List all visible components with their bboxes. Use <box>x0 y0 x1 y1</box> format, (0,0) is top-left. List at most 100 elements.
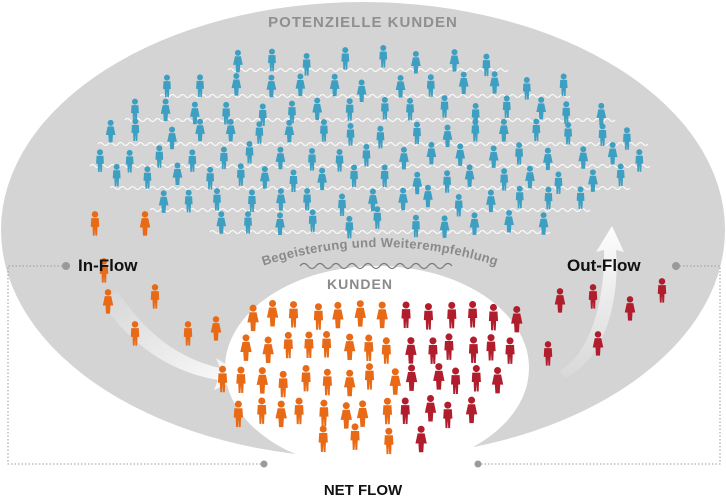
person-icon <box>482 53 491 77</box>
person-icon <box>522 77 531 100</box>
person-icon <box>380 96 389 120</box>
person-icon <box>657 278 667 303</box>
person-icon <box>499 118 509 142</box>
person-icon <box>486 189 496 213</box>
person-icon <box>143 166 152 189</box>
person-icon <box>554 288 566 313</box>
person-icon <box>266 74 277 98</box>
person-icon <box>236 366 246 394</box>
person-icon <box>130 321 140 346</box>
person-icon <box>244 211 252 234</box>
out-flow-arrow <box>560 226 624 378</box>
person-icon <box>356 400 369 427</box>
person-icon <box>616 163 625 187</box>
person-icon <box>332 301 344 329</box>
person-icon <box>399 146 409 170</box>
person-icon <box>607 142 618 165</box>
person-icon <box>444 333 454 360</box>
net-flow-connectors <box>7 265 721 465</box>
person-icon <box>278 370 288 398</box>
person-icon <box>150 284 160 309</box>
word-of-mouth-wave <box>299 262 453 270</box>
person-icon <box>413 121 421 145</box>
person-icon <box>350 423 360 450</box>
person-icon <box>538 212 549 235</box>
person-icon <box>439 215 450 238</box>
person-icon <box>515 142 524 165</box>
wave-line <box>109 186 631 190</box>
person-icon <box>139 211 151 236</box>
person-icon <box>373 206 382 229</box>
person-icon <box>578 146 589 169</box>
person-icon <box>398 187 408 211</box>
person-icon <box>511 305 523 333</box>
person-icon <box>260 166 270 189</box>
person-icon <box>515 185 524 209</box>
person-icon <box>288 301 299 328</box>
person-icon <box>256 367 268 394</box>
person-icon <box>247 304 259 332</box>
person-icon <box>284 119 295 143</box>
person-icon <box>502 95 511 119</box>
in-flow-dot <box>62 262 70 270</box>
person-icon <box>624 296 636 321</box>
person-icon <box>362 143 371 167</box>
net-flow-dot-right <box>474 460 482 468</box>
person-icon <box>395 74 406 98</box>
person-icon <box>345 98 354 121</box>
person-icon <box>245 140 254 164</box>
person-icon <box>412 214 420 238</box>
person-icon <box>623 127 631 150</box>
person-icon <box>486 334 496 361</box>
person-icon <box>318 425 328 452</box>
wave-line <box>159 94 571 98</box>
person-icon <box>275 212 285 235</box>
person-icon <box>167 126 177 150</box>
net-flow-label: NET FLOW <box>323 482 403 499</box>
person-icon <box>426 74 435 97</box>
person-icon <box>368 188 378 212</box>
person-icon <box>255 121 264 144</box>
person-icon <box>562 101 571 124</box>
person-icon <box>343 333 356 361</box>
person-icon <box>389 368 401 395</box>
person-icon <box>195 118 205 142</box>
person-icon <box>464 164 475 187</box>
person-icon <box>442 124 453 148</box>
in-flow-arrow <box>100 292 245 390</box>
person-icon <box>268 48 276 72</box>
wave-line <box>89 164 651 168</box>
person-icon <box>559 73 568 97</box>
person-icon <box>341 47 350 70</box>
person-icon <box>317 167 327 191</box>
person-icon <box>163 74 171 98</box>
person-icon <box>188 149 197 172</box>
person-icon <box>160 98 171 122</box>
person-icon <box>576 186 585 209</box>
potential-customers-area <box>1 2 725 458</box>
person-icon <box>376 125 385 149</box>
person-icon <box>172 162 183 186</box>
person-icon <box>504 209 514 233</box>
person-icon <box>423 184 433 208</box>
person-icon <box>415 425 427 453</box>
person-icon <box>319 399 329 427</box>
person-icon <box>289 169 298 193</box>
potential-customers-title: POTENZIELLE KUNDEN <box>268 14 458 31</box>
person-icon <box>379 45 388 68</box>
person-icon <box>308 209 317 232</box>
person-icon <box>488 145 499 168</box>
person-icon <box>329 73 340 97</box>
person-icon <box>592 331 604 356</box>
person-icon <box>96 149 104 172</box>
person-icon <box>635 149 644 172</box>
person-icon <box>449 49 460 72</box>
wave-line <box>149 208 591 212</box>
person-icon <box>564 122 573 145</box>
person-icon <box>588 284 598 309</box>
person-icon <box>217 365 228 393</box>
person-icon <box>401 301 411 328</box>
person-icon <box>471 119 480 142</box>
person-icon <box>312 97 323 121</box>
person-icon <box>468 301 478 328</box>
